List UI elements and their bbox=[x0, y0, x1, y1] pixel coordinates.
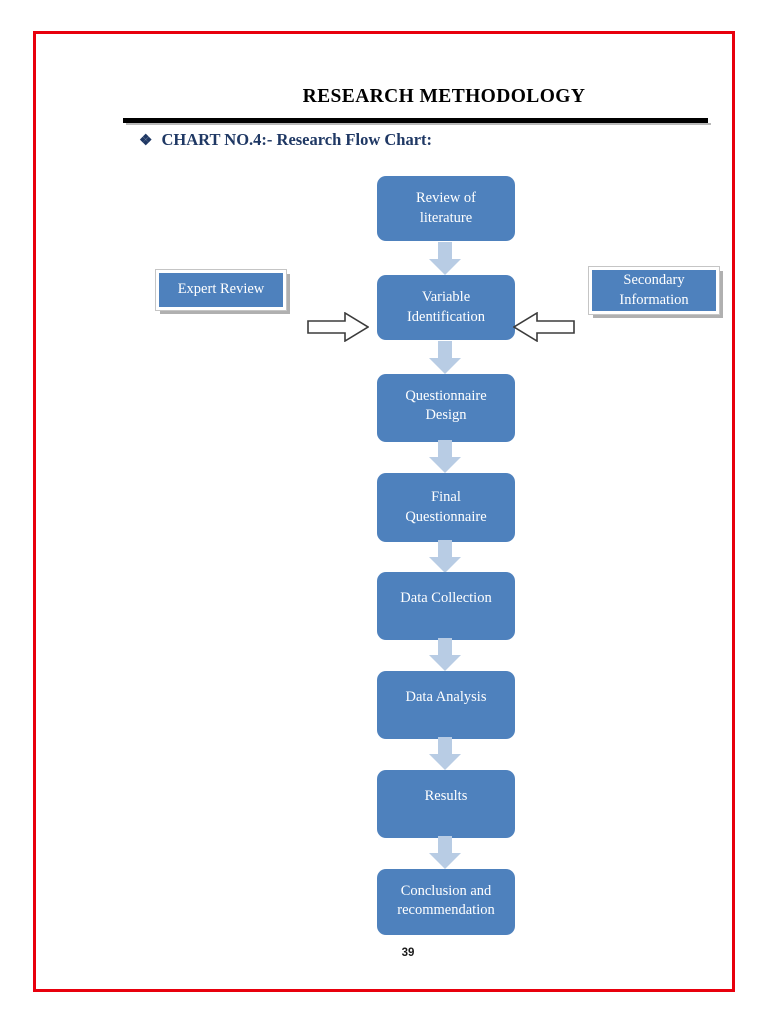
flow-node-review-of-literature[interactable]: Review of literature bbox=[377, 176, 515, 241]
flow-node-final-questionnaire[interactable]: Final Questionnaire bbox=[377, 473, 515, 542]
down-arrow-icon-2 bbox=[428, 341, 462, 375]
flow-node-label: Questionnaire Design bbox=[405, 387, 486, 426]
flow-node-data-collection[interactable]: Data Collection bbox=[377, 572, 515, 640]
flow-node-questionnaire-design[interactable]: Questionnaire Design bbox=[377, 374, 515, 442]
page-border-frame: RESEARCH METHODOLOGY ❖ CHART NO.4:- Resea… bbox=[33, 31, 735, 992]
flow-node-label: Conclusion and recommendation bbox=[397, 882, 494, 921]
down-arrow-icon-5 bbox=[428, 638, 462, 672]
page-number: 39 bbox=[401, 947, 415, 959]
right-arrow-icon bbox=[307, 312, 369, 342]
flow-node-label-line2: recommendation bbox=[397, 902, 495, 919]
flow-node-label-line1: Final bbox=[431, 489, 461, 506]
title-divider-rule bbox=[123, 118, 711, 125]
flow-node-label: Final Questionnaire bbox=[405, 488, 486, 527]
flow-node-label-line1: Conclusion and bbox=[400, 883, 492, 899]
flow-node-data-analysis[interactable]: Data Analysis bbox=[377, 671, 515, 739]
chart-heading-label: CHART NO.4:- Research Flow Chart: bbox=[161, 130, 433, 149]
down-arrow-icon-7 bbox=[428, 836, 462, 870]
flow-node-label: Expert Review bbox=[177, 281, 265, 298]
flow-node-label: Secondary Information bbox=[619, 271, 688, 310]
flow-node-label-line2: Design bbox=[425, 407, 467, 424]
flow-node-label: Variable Identification bbox=[407, 288, 485, 327]
flow-node-label-line2: literature bbox=[419, 209, 473, 226]
page-title: RESEARCH METHODOLOGY bbox=[302, 86, 586, 107]
left-arrow-icon bbox=[513, 312, 575, 342]
flow-node-label: Data Collection bbox=[400, 590, 492, 606]
flow-node-label-line1: Questionnaire bbox=[405, 388, 487, 404]
flow-node-label-line1: Secondary bbox=[623, 271, 685, 288]
flow-node-results[interactable]: Results bbox=[377, 770, 515, 838]
flow-node-label-line1: Variable bbox=[421, 289, 471, 306]
flow-node-label-line2: Identification bbox=[406, 308, 486, 325]
research-flow-chart: Review of literature Expert Review Varia… bbox=[36, 34, 738, 995]
down-arrow-icon-4 bbox=[428, 540, 462, 574]
flow-node-conclusion-and-recommendation[interactable]: Conclusion and recommendation bbox=[377, 869, 515, 935]
flow-node-expert-review[interactable]: Expert Review bbox=[155, 269, 287, 311]
flow-node-label-line2: Questionnaire bbox=[405, 508, 487, 525]
down-arrow-icon-3 bbox=[428, 440, 462, 474]
chart-heading: ❖ CHART NO.4:- Research Flow Chart: bbox=[139, 130, 432, 150]
flow-node-secondary-information[interactable]: Secondary Information bbox=[588, 266, 720, 315]
flow-node-variable-identification[interactable]: Variable Identification bbox=[377, 275, 515, 340]
flow-node-label: Results bbox=[424, 788, 468, 804]
flow-node-label-line1: Review of bbox=[416, 190, 476, 207]
down-arrow-icon-6 bbox=[428, 737, 462, 771]
diamond-bullet-icon: ❖ bbox=[139, 133, 153, 149]
down-arrow-icon-1 bbox=[428, 242, 462, 276]
flow-node-label: Data Analysis bbox=[405, 689, 487, 705]
flow-node-label: Review of literature bbox=[416, 189, 476, 228]
flow-node-label-line2: Information bbox=[619, 291, 689, 308]
